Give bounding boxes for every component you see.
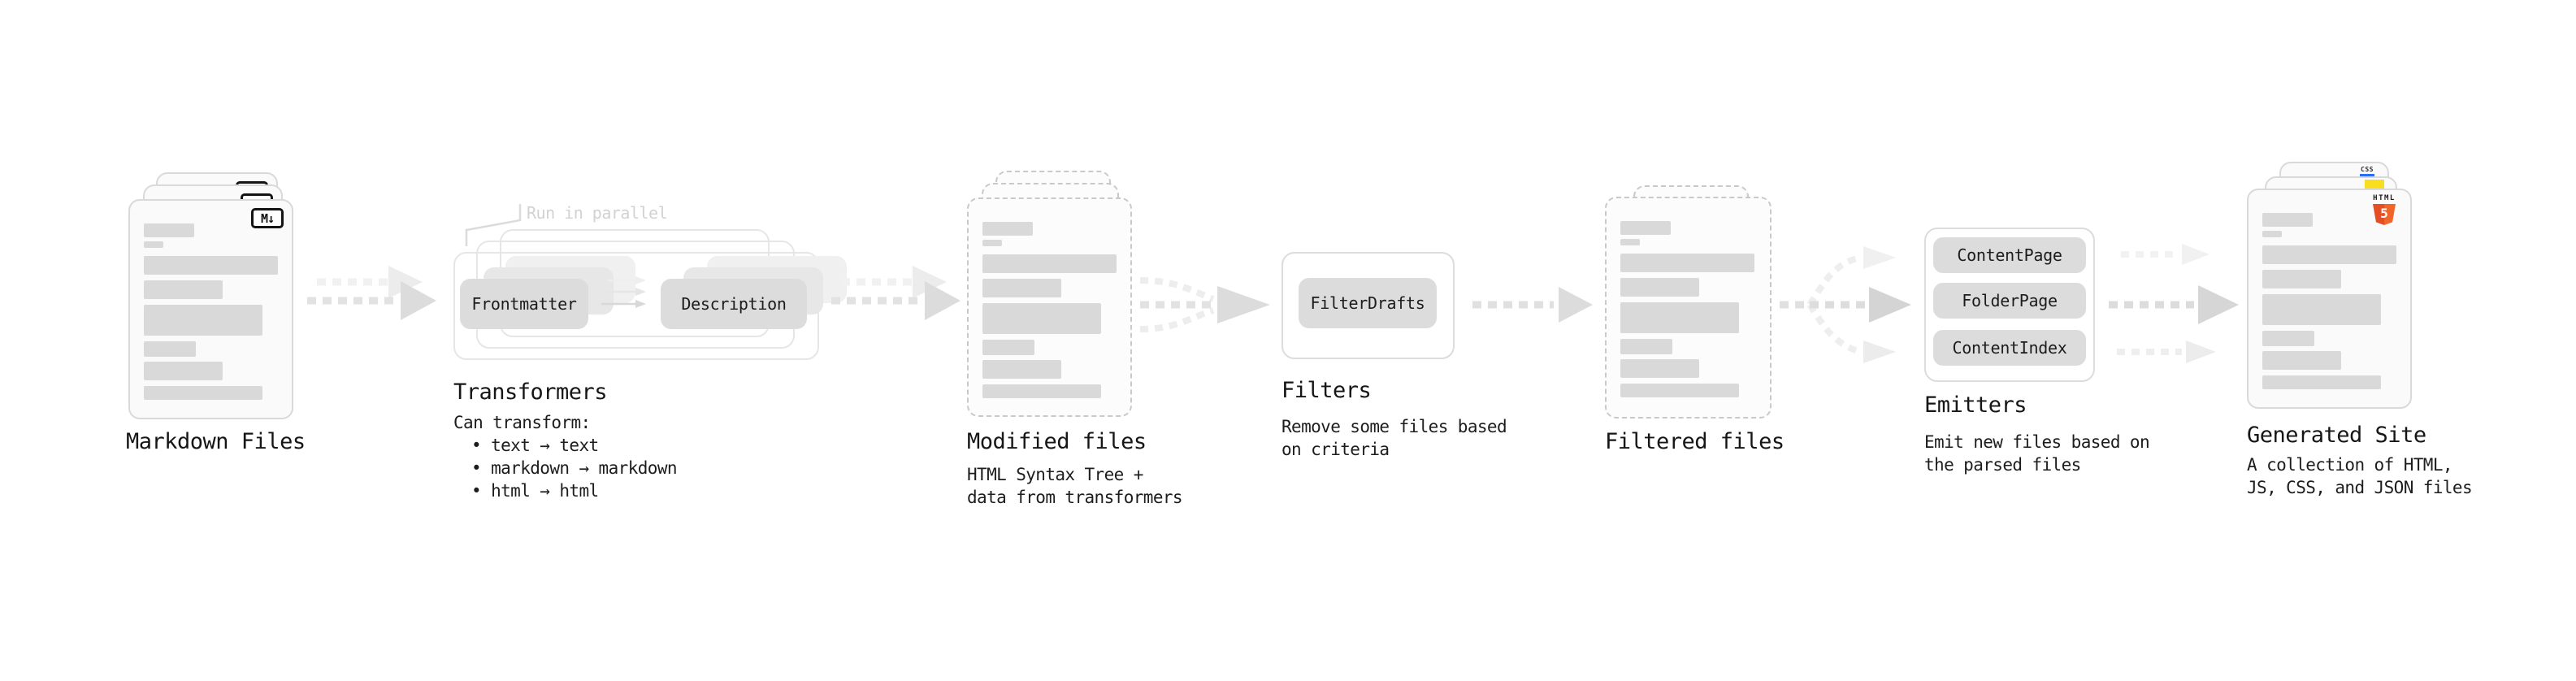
stage-label-transformers: Transformers [453, 380, 608, 405]
css-icon: CSS [2358, 167, 2376, 176]
doc-text-bar [144, 341, 196, 357]
doc-text-bar [144, 305, 262, 336]
stage-label-filtered-files: Filtered files [1605, 429, 1785, 454]
doc-text-bar [1620, 254, 1754, 272]
doc-text-bar [144, 386, 262, 400]
doc-text-bar [1620, 359, 1699, 378]
doc-text-bar [2262, 294, 2381, 325]
stage-label-markdown-files: Markdown Files [126, 429, 306, 454]
doc-text-bar [2262, 351, 2341, 370]
stage-label-generated-site: Generated Site [2247, 423, 2426, 448]
js-icon [2365, 180, 2384, 189]
run-in-parallel-note: Run in parallel [527, 203, 668, 223]
doc-text-bar [2262, 331, 2314, 346]
doc-text-bar [144, 223, 194, 237]
stage-markdown-files: M↓ M↓ M↓ [128, 172, 299, 424]
doc-text-bars [2249, 190, 2410, 407]
doc-text-bars [1607, 198, 1770, 417]
doc-text-bars [969, 199, 1130, 415]
stage-label-emitters: Emitters [1924, 393, 2027, 418]
arrow-emitters-to-site [2109, 244, 2239, 363]
doc-text-bar [1620, 278, 1699, 297]
doc-text-bar [2262, 245, 2396, 264]
doc-text-bar [2262, 270, 2341, 288]
transformer-pill-description: Description [661, 279, 807, 329]
doc-text-bar [2262, 375, 2381, 389]
doc-text-bar [2262, 213, 2313, 227]
stage-label-filters: Filters [1281, 378, 1372, 403]
doc-text-bar [982, 340, 1034, 355]
filter-pill-filterdrafts: FilterDrafts [1299, 278, 1437, 328]
doc-text-bar [982, 303, 1101, 334]
filters-caption: Remove some files based on criteria [1281, 417, 1507, 459]
doc-text-bar [982, 360, 1061, 379]
doc-text-bar [144, 362, 223, 380]
emitter-pill-contentpage: ContentPage [1933, 237, 2086, 273]
modified-files-caption: HTML Syntax Tree + data from transformer… [967, 465, 1183, 507]
transformer-pill-frontmatter: Frontmatter [460, 279, 588, 329]
doc-text-bar [982, 384, 1101, 398]
arrow-filters-to-filtered [1472, 287, 1593, 323]
doc-text-bar [2262, 231, 2282, 237]
doc-text-bar [1620, 239, 1640, 245]
stage-modified-files [967, 171, 1138, 423]
doc-text-bar [144, 241, 163, 248]
doc-card [967, 197, 1132, 417]
doc-text-bar [1620, 339, 1672, 354]
doc-text-bar [982, 240, 1002, 246]
doc-text-bar [982, 254, 1117, 273]
emitter-pill-contentindex: ContentIndex [1933, 330, 2086, 366]
arrow-transformers-to-modified [831, 266, 961, 320]
generated-site-caption: A collection of HTML, JS, CSS, and JSON … [2247, 455, 2473, 497]
arrow-filtered-to-emitters [1780, 246, 1911, 363]
stage-generated-site: CSS HTML 5 [2247, 162, 2418, 414]
stage-label-modified-files: Modified files [967, 429, 1147, 454]
caption-bullet: • text → text [471, 436, 599, 455]
html5-icon: HTML 5 [2368, 194, 2400, 225]
markdown-icon: M↓ [251, 208, 284, 228]
doc-text-bar [1620, 302, 1739, 333]
caption-title: Can transform: [453, 413, 591, 432]
doc-card [1605, 197, 1772, 419]
caption-bullet: • markdown → markdown [471, 458, 678, 478]
doc-text-bar [144, 256, 278, 275]
parallel-mini-arrows [601, 276, 646, 308]
arrow-modified-to-filters [1139, 277, 1270, 332]
doc-text-bar [982, 222, 1033, 236]
stage-filtered-files [1605, 185, 1776, 425]
run-in-parallel-leader-line [465, 204, 522, 246]
doc-text-bars [130, 201, 292, 418]
doc-text-bar [982, 279, 1061, 297]
arrow-markdown-to-transformers [307, 266, 436, 320]
doc-text-bar [1620, 384, 1739, 397]
doc-text-bar [1620, 221, 1671, 235]
emitters-caption: Emit new files based on the parsed files [1924, 432, 2150, 475]
emitter-pill-folderpage: FolderPage [1933, 283, 2086, 319]
transformers-caption: Can transform: • text → text • markdown … [453, 411, 678, 502]
caption-bullet: • html → html [471, 481, 599, 501]
doc-card: HTML 5 [2247, 189, 2412, 409]
doc-text-bar [144, 280, 223, 299]
doc-card: M↓ [128, 199, 293, 419]
